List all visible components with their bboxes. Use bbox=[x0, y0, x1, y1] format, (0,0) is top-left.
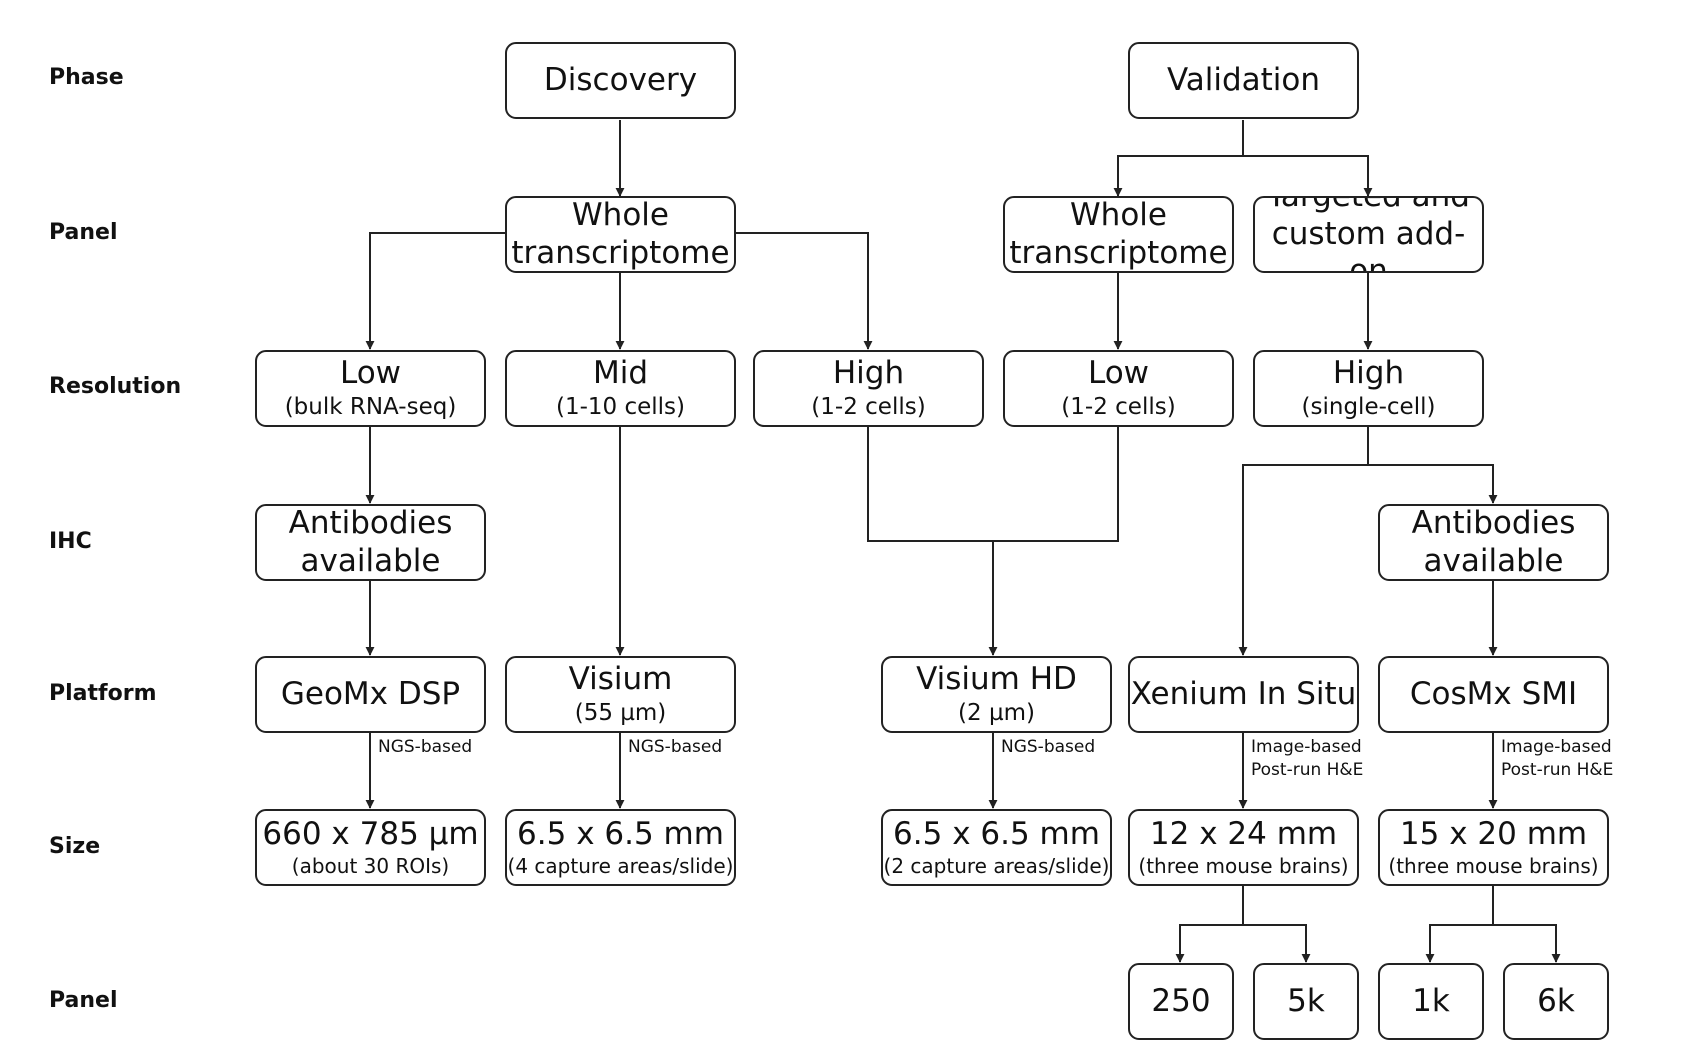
node-res-low-1-2-sub: (1-2 cells) bbox=[1061, 394, 1176, 421]
node-platform-visium-hd: Visium HD (2 µm) bbox=[881, 656, 1112, 733]
node-res-mid-label: Mid bbox=[592, 355, 649, 392]
node-targeted-label: Targeted and custom add-on bbox=[1267, 198, 1470, 273]
edge-label-cosmx-line-1: Image-based bbox=[1501, 737, 1612, 757]
node-platform-xenium: Xenium In Situ bbox=[1128, 656, 1359, 733]
node-panel-1k: 1k bbox=[1378, 963, 1484, 1040]
node-visium-hd-label: Visium HD bbox=[916, 661, 1077, 698]
node-size-geomx: 660 x 785 µm (about 30 ROIs) bbox=[255, 809, 486, 886]
row-label-panel: Panel bbox=[49, 220, 118, 245]
row-label-size: Size bbox=[49, 834, 101, 859]
edge-xenium-panels bbox=[1179, 885, 1306, 962]
node-visium-sub: (55 µm) bbox=[574, 700, 667, 727]
node-panel-5k-label: 5k bbox=[1287, 982, 1325, 1019]
node-validation: Validation bbox=[1128, 42, 1359, 119]
node-res-low-bulk: Low (bulk RNA-seq) bbox=[255, 350, 486, 427]
node-visium-label: Visium bbox=[568, 661, 673, 698]
row-label-ihc: IHC bbox=[49, 529, 92, 554]
node-whole-transcriptome-validation: Whole transcriptome bbox=[1003, 196, 1234, 273]
node-size-geomx-label: 660 x 785 µm bbox=[262, 816, 479, 853]
edge-label-xenium: Image-based Post-run H&E bbox=[1251, 736, 1363, 782]
node-antibodies-left: Antibodies available bbox=[255, 504, 486, 581]
node-panel-6k-label: 6k bbox=[1537, 982, 1575, 1019]
node-size-geomx-sub: (about 30 ROIs) bbox=[291, 853, 450, 878]
node-size-cosmx-sub: (three mouse brains) bbox=[1388, 853, 1599, 878]
node-size-visium-label: 6.5 x 6.5 mm bbox=[517, 816, 724, 853]
edge-label-cosmx-line-2: Post-run H&E bbox=[1501, 759, 1614, 780]
edge-label-xenium-line-2: Post-run H&E bbox=[1251, 759, 1364, 780]
edge-wt-low bbox=[365, 232, 505, 350]
node-res-mid-sub: (1-10 cells) bbox=[555, 394, 685, 421]
node-cosmx-label: CosMx SMI bbox=[1409, 675, 1578, 712]
node-geomx-label: GeoMx DSP bbox=[280, 675, 461, 712]
node-size-visium: 6.5 x 6.5 mm (4 capture areas/slide) bbox=[505, 809, 736, 886]
node-wt-validation-label: Whole transcriptome bbox=[1009, 196, 1228, 271]
edge-label-xenium-line-1: Image-based bbox=[1251, 737, 1362, 757]
node-res-low-bulk-label: Low bbox=[339, 355, 402, 392]
node-platform-cosmx: CosMx SMI bbox=[1378, 656, 1609, 733]
node-size-cosmx: 15 x 20 mm (three mouse brains) bbox=[1378, 809, 1609, 886]
node-size-visium-hd: 6.5 x 6.5 mm (2 capture areas/slide) bbox=[881, 809, 1112, 886]
node-targeted-custom: Targeted and custom add-on bbox=[1253, 196, 1484, 273]
node-antibodies-right: Antibodies available bbox=[1378, 504, 1609, 581]
node-res-low-1-2: Low (1-2 cells) bbox=[1003, 350, 1234, 427]
node-panel-5k: 5k bbox=[1253, 963, 1359, 1040]
edge-label-cosmx: Image-based Post-run H&E bbox=[1501, 736, 1613, 782]
node-res-high-1-2: High (1-2 cells) bbox=[753, 350, 984, 427]
edge-label-visium-hd: NGS-based bbox=[1001, 736, 1095, 759]
edge-cosmx-panels bbox=[1429, 885, 1556, 962]
node-discovery: Discovery bbox=[505, 42, 736, 119]
node-panel-250: 250 bbox=[1128, 963, 1234, 1040]
node-res-mid: Mid (1-10 cells) bbox=[505, 350, 736, 427]
node-antibodies-left-label: Antibodies available bbox=[288, 504, 453, 579]
edge-merge-hd bbox=[867, 426, 1119, 655]
node-platform-geomx: GeoMx DSP bbox=[255, 656, 486, 733]
node-whole-transcriptome-discovery: Whole transcriptome bbox=[505, 196, 736, 273]
node-size-visium-hd-sub: (2 capture areas/slide) bbox=[883, 853, 1110, 878]
node-res-low-bulk-sub: (bulk RNA-seq) bbox=[284, 394, 457, 421]
node-res-low-1-2-label: Low bbox=[1087, 355, 1150, 392]
edge-label-geomx: NGS-based bbox=[378, 736, 472, 759]
node-res-high-single-label: High bbox=[1332, 355, 1405, 392]
edge-label-visium-line-1: NGS-based bbox=[628, 737, 723, 757]
node-panel-250-label: 250 bbox=[1151, 982, 1211, 1019]
node-res-high-single-sub: (single-cell) bbox=[1301, 394, 1436, 421]
node-platform-visium: Visium (55 µm) bbox=[505, 656, 736, 733]
node-res-high-1-2-sub: (1-2 cells) bbox=[811, 394, 926, 421]
row-label-phase: Phase bbox=[49, 65, 124, 90]
edge-wt-high bbox=[736, 232, 873, 350]
edge-label-visium-hd-line-1: NGS-based bbox=[1001, 737, 1096, 757]
row-label-panel-2: Panel bbox=[49, 988, 118, 1013]
node-panel-1k-label: 1k bbox=[1412, 982, 1450, 1019]
edge-label-geomx-line-1: NGS-based bbox=[378, 737, 473, 757]
node-size-cosmx-label: 15 x 20 mm bbox=[1399, 816, 1588, 853]
node-size-xenium-label: 12 x 24 mm bbox=[1149, 816, 1338, 853]
node-res-high-single-cell: High (single-cell) bbox=[1253, 350, 1484, 427]
node-visium-hd-sub: (2 µm) bbox=[958, 700, 1035, 727]
node-size-visium-sub: (4 capture areas/slide) bbox=[507, 853, 734, 878]
node-wt-discovery-label: Whole transcriptome bbox=[511, 196, 730, 271]
row-label-resolution: Resolution bbox=[49, 374, 182, 399]
edge-validation-split bbox=[1117, 120, 1368, 196]
node-size-xenium: 12 x 24 mm (three mouse brains) bbox=[1128, 809, 1359, 886]
edge-label-visium: NGS-based bbox=[628, 736, 722, 759]
node-res-high-1-2-label: High bbox=[832, 355, 905, 392]
node-xenium-label: Xenium In Situ bbox=[1130, 675, 1357, 712]
node-antibodies-right-label: Antibodies available bbox=[1411, 504, 1576, 579]
node-size-visium-hd-label: 6.5 x 6.5 mm bbox=[893, 816, 1100, 853]
node-discovery-label: Discovery bbox=[543, 61, 698, 98]
row-label-platform: Platform bbox=[49, 681, 157, 706]
node-size-xenium-sub: (three mouse brains) bbox=[1138, 853, 1349, 878]
node-validation-label: Validation bbox=[1166, 61, 1321, 98]
node-panel-6k: 6k bbox=[1503, 963, 1609, 1040]
